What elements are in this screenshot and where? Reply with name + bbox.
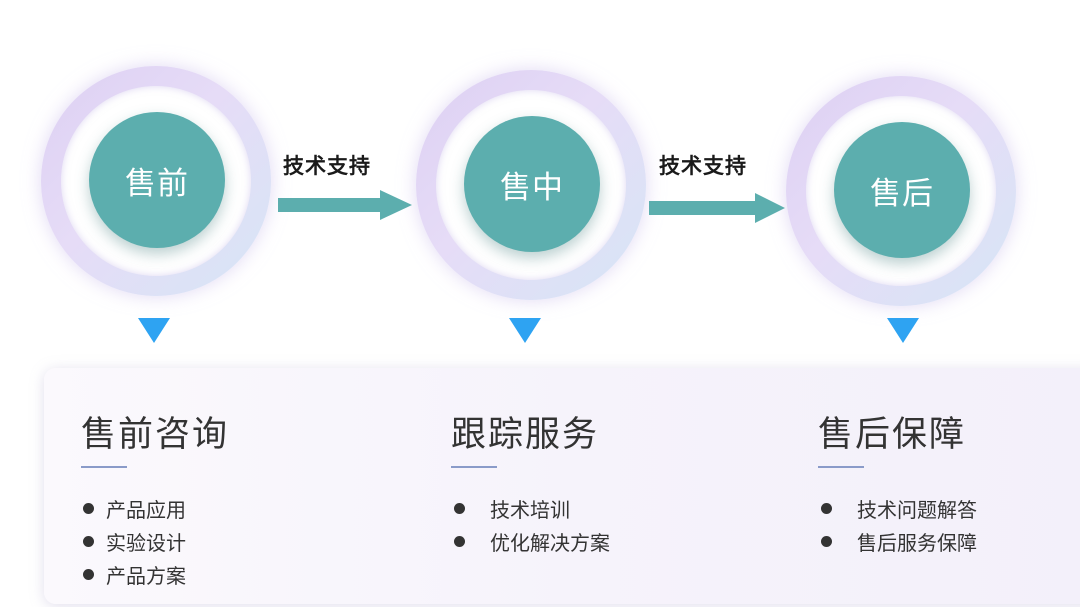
list-item: 优化解决方案 <box>454 525 610 558</box>
list-item: 售后服务保障 <box>821 525 977 558</box>
bullet-list-tracking: 技术培训 优化解决方案 <box>454 492 610 558</box>
right-arrow-icon <box>278 190 412 220</box>
list-item: 技术培训 <box>454 492 610 525</box>
title-underline <box>818 466 864 468</box>
right-arrow-icon <box>649 193 785 223</box>
bullet-dot-icon <box>821 536 832 547</box>
bullet-dot-icon <box>821 503 832 514</box>
list-item: 产品方案 <box>83 558 186 591</box>
column-title-pre-sale: 售前咨询 <box>81 415 230 455</box>
list-item: 技术问题解答 <box>821 492 977 525</box>
column-title-tracking: 跟踪服务 <box>451 415 600 455</box>
list-item: 产品应用 <box>83 492 186 525</box>
arrow-label-1: 技术支持 <box>283 154 371 178</box>
bullet-list-pre-sale: 产品应用 实验设计 产品方案 <box>83 492 186 591</box>
bullet-dot-icon <box>454 503 465 514</box>
bullet-list-after-sale: 技术问题解答 售后服务保障 <box>821 492 977 558</box>
bullet-dot-icon <box>83 536 94 547</box>
bullet-dot-icon <box>454 536 465 547</box>
title-underline <box>81 466 127 468</box>
triangle-down-icon <box>509 318 541 343</box>
bullet-dot-icon <box>83 503 94 514</box>
column-title-after-sale: 售后保障 <box>818 415 967 455</box>
details-panel <box>44 368 1080 604</box>
stage-circle-pre-sale: 售前 <box>89 112 225 248</box>
arrow-label-2: 技术支持 <box>659 154 747 178</box>
triangle-down-icon <box>887 318 919 343</box>
title-underline <box>451 466 497 468</box>
stage-circle-after-sale: 售后 <box>834 122 970 258</box>
triangle-down-icon <box>138 318 170 343</box>
list-item: 实验设计 <box>83 525 186 558</box>
stage-circle-in-sale: 售中 <box>464 116 600 252</box>
bullet-dot-icon <box>83 569 94 580</box>
